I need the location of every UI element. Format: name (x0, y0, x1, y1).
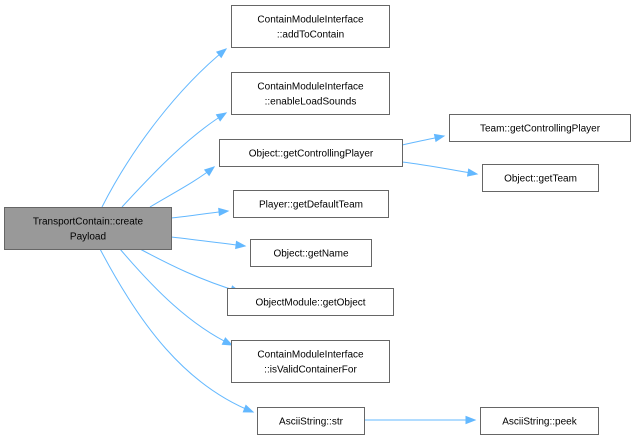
node-label: Player::getDefaultTeam (259, 200, 363, 211)
edge-line (149, 166, 215, 208)
node-peek[interactable]: AsciiString::peek (480, 407, 599, 435)
node-label: TransportContain::create (33, 217, 144, 228)
node-box (449, 114, 631, 142)
edge-root-to-enable_load (121, 112, 228, 208)
edge-line (170, 236, 246, 247)
edge-root-to-default_team (170, 207, 230, 219)
node-box (480, 407, 599, 435)
edge-line (119, 248, 233, 346)
node-label: AsciiString::str (279, 417, 344, 428)
arrow-head-icon (242, 404, 255, 413)
arrow-head-icon (466, 168, 479, 177)
edges (99, 48, 479, 425)
edge-root-to-get_ctrl_player (149, 166, 216, 208)
node-box (4, 207, 172, 250)
edge-line (121, 112, 227, 208)
node-team-ctrl-player[interactable]: Team::getControllingPlayer (449, 114, 631, 142)
node-label: AsciiString::peek (502, 417, 577, 428)
arrow-head-icon (215, 48, 228, 59)
arrow-head-icon (218, 207, 230, 217)
node-box (250, 239, 372, 267)
arrow-head-icon (235, 240, 247, 250)
edge-root-to-str (99, 248, 255, 413)
node-default-team[interactable]: Player::getDefaultTeam (233, 190, 389, 218)
edge-line (99, 248, 254, 413)
node-box (231, 5, 390, 48)
nodes: TransportContain::createPayloadContainMo… (4, 5, 631, 435)
node-label: ContainModuleInterface (257, 82, 364, 93)
node-box (231, 340, 390, 383)
arrow-head-icon (215, 112, 228, 122)
node-label: ContainModuleInterface (257, 350, 364, 361)
arrow-head-icon (203, 166, 216, 177)
arrow-head-icon (433, 133, 446, 143)
edge-root-to-is_valid (119, 248, 234, 346)
node-get-team[interactable]: Object::getTeam (482, 164, 599, 192)
node-label: Object::getControllingPlayer (249, 149, 374, 160)
node-label: ObjectModule::getObject (255, 298, 365, 309)
node-label: Object::getTeam (504, 174, 577, 185)
edge-root-to-get_name (170, 236, 247, 250)
node-box (219, 139, 403, 167)
edge-line (139, 248, 241, 293)
node-box (257, 407, 365, 435)
node-box (233, 190, 389, 218)
edge-root-to-get_object (139, 248, 242, 294)
node-label: Payload (70, 232, 106, 243)
arrow-head-icon (221, 337, 234, 346)
edge-get_ctrl_player-to-team_ctrl_player (401, 133, 446, 146)
edge-str-to-peek (363, 415, 477, 425)
node-add-to-contain[interactable]: ContainModuleInterface::addToContain (231, 5, 390, 48)
edge-get_ctrl_player-to-get_team (401, 161, 479, 177)
node-label: ContainModuleInterface (257, 15, 364, 26)
node-get-object[interactable]: ObjectModule::getObject (227, 288, 394, 316)
edge-line (401, 161, 478, 175)
node-is-valid[interactable]: ContainModuleInterface::isValidContainer… (231, 340, 390, 383)
node-label: Team::getControllingPlayer (480, 124, 601, 135)
arrow-head-icon (465, 415, 477, 425)
node-box (482, 164, 599, 192)
node-box (227, 288, 394, 316)
node-str[interactable]: AsciiString::str (257, 407, 365, 435)
node-get-ctrl-player[interactable]: Object::getControllingPlayer (219, 139, 403, 167)
node-label: ::enableLoadSounds (265, 97, 357, 108)
edge-root-to-add_to_contain (101, 48, 228, 208)
node-get-name[interactable]: Object::getName (250, 239, 372, 267)
node-label: Object::getName (273, 249, 348, 260)
edge-line (101, 48, 227, 208)
node-enable-load[interactable]: ContainModuleInterface::enableLoadSounds (231, 72, 390, 115)
node-label: ::isValidContainerFor (264, 365, 357, 376)
node-label: ::addToContain (277, 30, 344, 41)
node-box (231, 72, 390, 115)
